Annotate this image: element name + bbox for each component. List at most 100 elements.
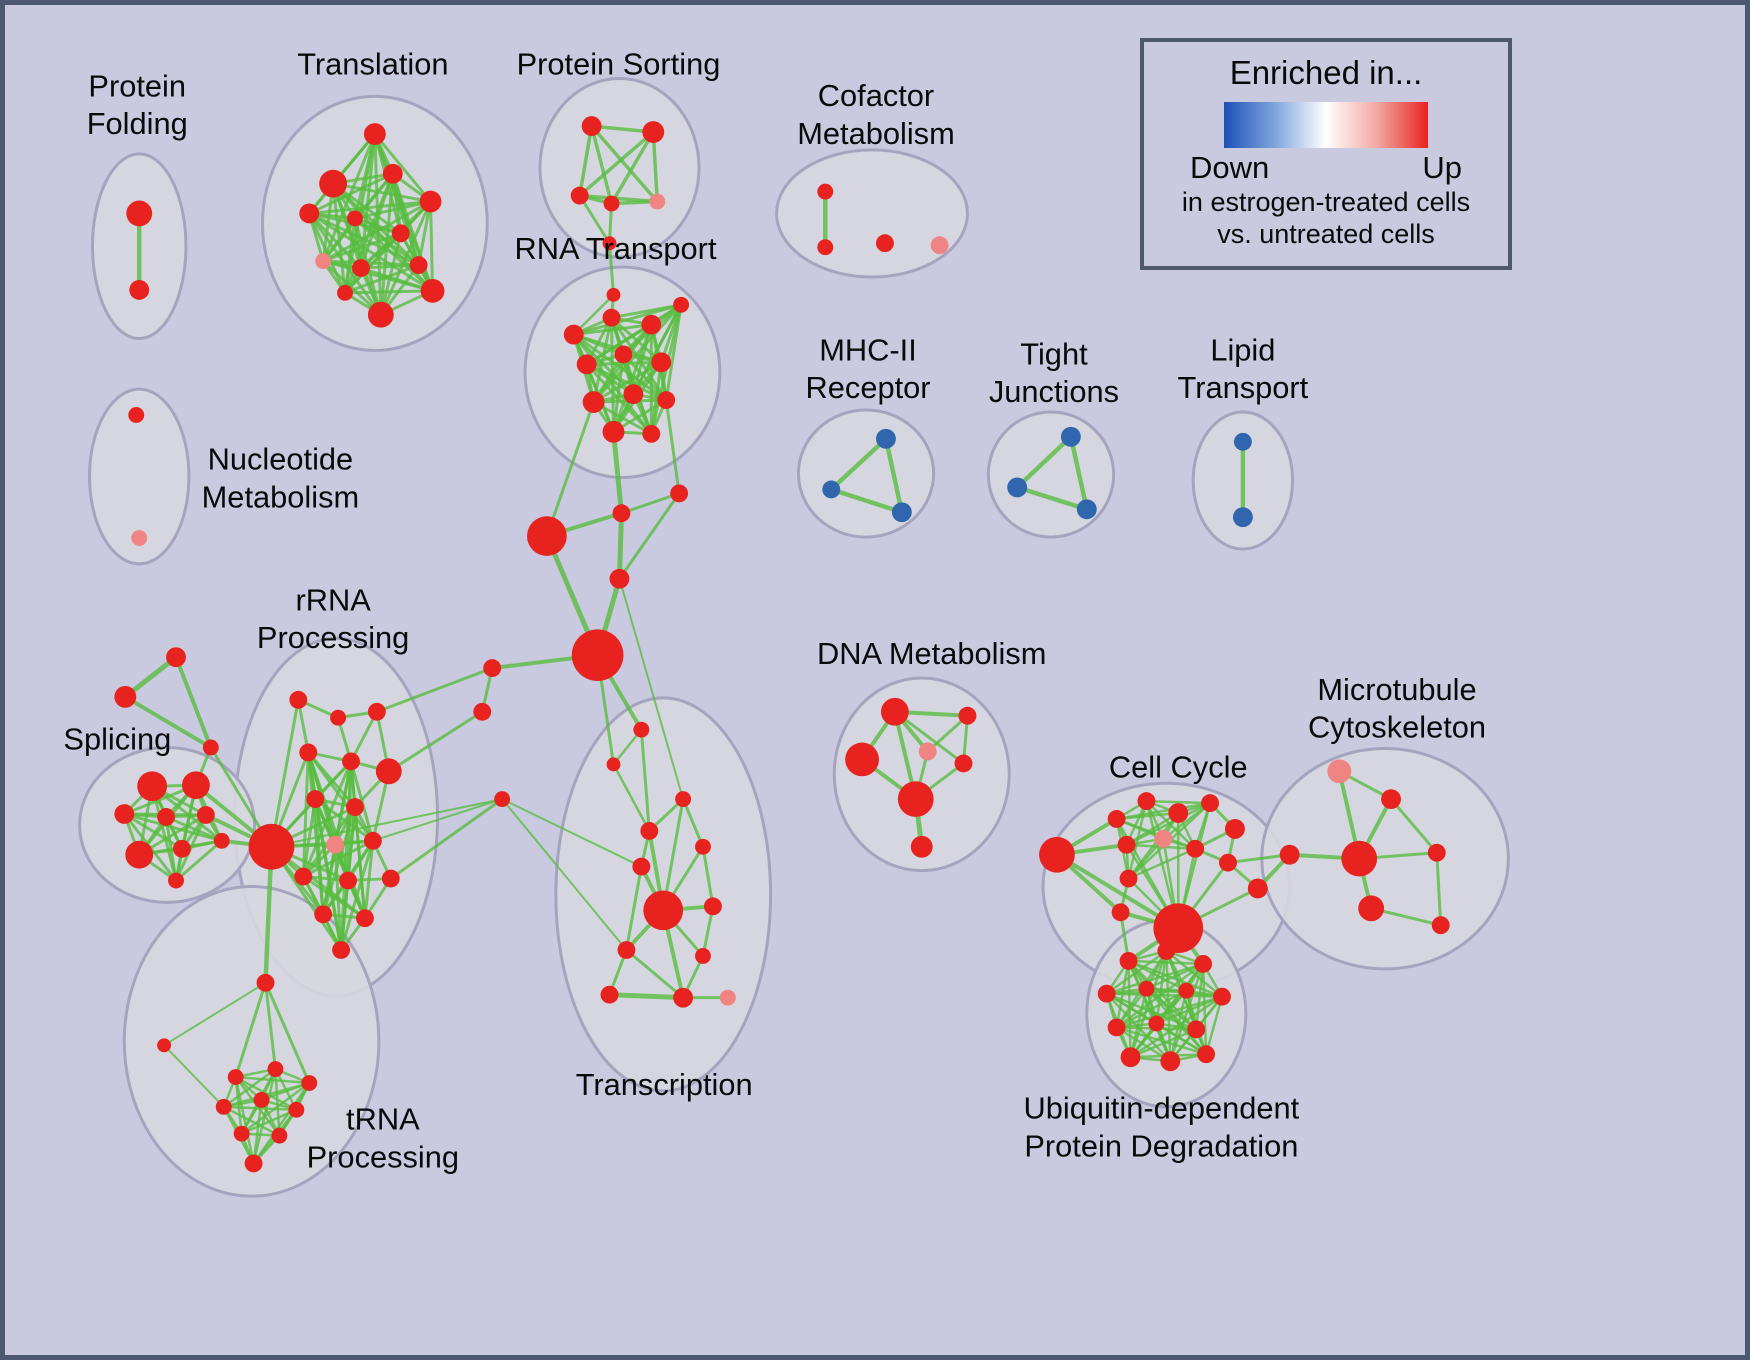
node-rt4[interactable] [641, 314, 662, 335]
node-ub6[interactable] [1178, 982, 1195, 999]
node-mh3[interactable] [891, 502, 912, 523]
node-tl13[interactable] [337, 284, 353, 301]
node-tl8[interactable] [315, 253, 332, 270]
node-ub7[interactable] [1213, 987, 1231, 1006]
node-sp2[interactable] [181, 771, 210, 800]
node-tr2[interactable] [267, 1061, 284, 1078]
node-mh2[interactable] [822, 480, 841, 499]
node-rt5[interactable] [673, 296, 690, 313]
node-rr2[interactable] [330, 709, 347, 726]
node-tc10[interactable] [695, 948, 711, 964]
node-rr13[interactable] [381, 869, 400, 888]
node-pf1[interactable] [126, 200, 153, 227]
node-dm5[interactable] [954, 754, 973, 773]
node-ps3[interactable] [570, 186, 589, 205]
node-cn6[interactable] [494, 791, 511, 808]
node-fs1[interactable] [166, 647, 186, 668]
node-cn3[interactable] [609, 568, 630, 589]
node-tl3[interactable] [299, 203, 320, 224]
node-dm2[interactable] [958, 706, 977, 725]
node-tc2[interactable] [606, 757, 621, 772]
node-sp5[interactable] [196, 806, 215, 824]
node-mc4[interactable] [1341, 840, 1378, 877]
node-rt1[interactable] [606, 287, 621, 302]
node-tc9[interactable] [617, 941, 636, 959]
node-mc7[interactable] [1431, 916, 1450, 935]
node-ub5[interactable] [1138, 980, 1155, 997]
node-rr3[interactable] [367, 702, 386, 721]
node-tc8[interactable] [703, 897, 722, 916]
node-sp8[interactable] [213, 832, 230, 849]
node-ps1[interactable] [581, 116, 602, 137]
node-cc13[interactable] [1111, 903, 1130, 922]
node-rr8[interactable] [346, 798, 364, 816]
node-rr4[interactable] [299, 743, 318, 762]
node-rt6[interactable] [576, 354, 597, 375]
node-rt3[interactable] [602, 308, 621, 327]
node-rt11[interactable] [657, 391, 676, 410]
node-cc5[interactable] [1201, 794, 1220, 813]
node-rhub[interactable] [248, 823, 295, 870]
node-tr8[interactable] [271, 1127, 288, 1144]
node-rr15[interactable] [355, 909, 374, 928]
node-tc6[interactable] [632, 857, 651, 876]
node-ps2[interactable] [642, 121, 665, 143]
node-ub10[interactable] [1187, 1020, 1206, 1039]
node-rr6[interactable] [375, 758, 402, 785]
node-cc7[interactable] [1117, 835, 1136, 854]
node-cn2[interactable] [670, 484, 689, 503]
node-cm3[interactable] [875, 234, 894, 253]
node-ub3[interactable] [1194, 954, 1213, 973]
node-dm6[interactable] [897, 781, 934, 817]
node-mc6[interactable] [1358, 895, 1385, 922]
node-pf2[interactable] [129, 279, 150, 300]
node-rt7[interactable] [614, 345, 633, 364]
node-cc11[interactable] [1119, 869, 1138, 888]
node-tr7[interactable] [233, 1125, 250, 1142]
node-tl12[interactable] [420, 278, 445, 303]
node-sp6[interactable] [125, 840, 154, 869]
node-rr5[interactable] [342, 752, 360, 771]
node-tc3[interactable] [675, 791, 692, 808]
node-chub[interactable] [1153, 903, 1204, 953]
node-lp1[interactable] [1233, 432, 1252, 451]
node-ps6[interactable] [602, 236, 617, 251]
node-cn1[interactable] [612, 504, 631, 523]
node-tc4[interactable] [640, 821, 659, 840]
node-tr6[interactable] [288, 1101, 305, 1118]
node-ub4[interactable] [1097, 984, 1116, 1003]
node-rt12[interactable] [602, 420, 625, 443]
node-cc2[interactable] [1107, 810, 1126, 828]
node-cc4[interactable] [1168, 803, 1189, 823]
node-rt2[interactable] [563, 324, 584, 345]
node-lp2[interactable] [1232, 507, 1253, 528]
node-tr5[interactable] [253, 1091, 270, 1108]
node-cc1[interactable] [1039, 836, 1075, 873]
node-cc6[interactable] [1224, 818, 1245, 839]
node-sp4[interactable] [157, 808, 176, 826]
node-tc13[interactable] [719, 989, 736, 1006]
node-tl10[interactable] [409, 256, 428, 275]
node-tc7[interactable] [643, 890, 684, 931]
node-tl1[interactable] [363, 123, 386, 145]
node-tl11[interactable] [367, 301, 394, 328]
node-rr12[interactable] [339, 871, 357, 890]
node-cc3[interactable] [1137, 792, 1156, 811]
node-rr9[interactable] [326, 835, 345, 854]
node-tl2[interactable] [319, 169, 348, 198]
node-cc8[interactable] [1154, 829, 1173, 848]
node-rr1[interactable] [289, 690, 308, 709]
node-tj1[interactable] [1060, 426, 1081, 447]
node-tl4[interactable] [382, 163, 403, 184]
node-tj2[interactable] [1007, 477, 1028, 498]
node-dm3[interactable] [845, 742, 879, 777]
node-rt10[interactable] [623, 384, 644, 405]
node-tc12[interactable] [673, 987, 694, 1008]
node-dm4[interactable] [918, 742, 937, 761]
node-rr10[interactable] [363, 831, 382, 850]
node-tl9[interactable] [352, 259, 370, 277]
node-hub1[interactable] [571, 629, 624, 681]
node-bg1[interactable] [527, 516, 567, 556]
node-nm1[interactable] [128, 407, 145, 423]
node-ub13[interactable] [1197, 1045, 1216, 1064]
